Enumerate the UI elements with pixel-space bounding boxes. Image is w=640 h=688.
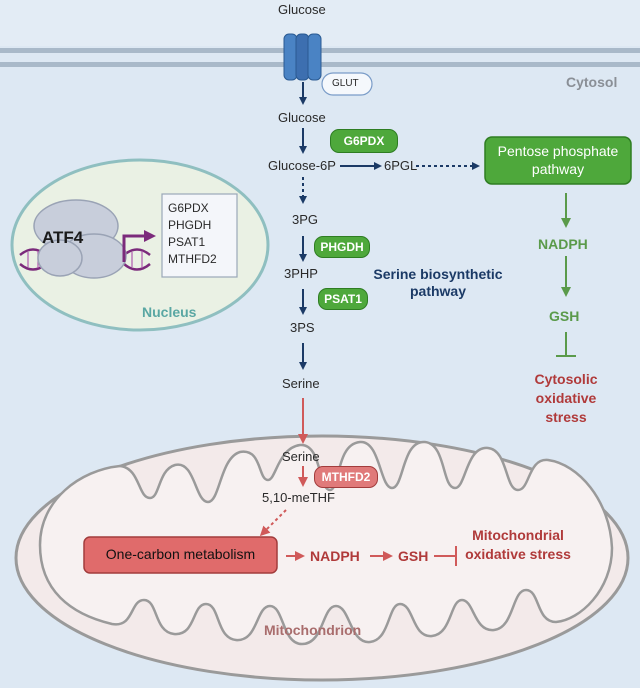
- mitochondrial-stress: Mitochondrial oxidative stress: [465, 527, 571, 562]
- serine-cytosol-label: Serine: [282, 376, 320, 391]
- glycolysis-arrows: [299, 82, 480, 370]
- pentose-pathway-text: Pentose phosphate pathway: [497, 143, 619, 177]
- glucose-cytosol: Glucose: [278, 110, 326, 125]
- nadph-cytosol: NADPH: [538, 236, 588, 252]
- glut-transporter-icon: [283, 33, 322, 81]
- 3php-label: 3PHP: [284, 266, 318, 281]
- gene-psat1: PSAT1: [168, 235, 206, 249]
- glut-label-badge: [321, 72, 373, 96]
- mthfd2-enzyme: MTHFD2: [314, 466, 378, 488]
- 6pgl-label: 6PGL: [384, 158, 418, 173]
- psat1-enzyme: PSAT1: [318, 288, 368, 310]
- nucleus-label: Nucleus: [142, 304, 197, 320]
- target-genes-box: [161, 193, 238, 278]
- cytosolic-stress: Cytosolic oxidative stress: [534, 371, 598, 425]
- atf4-protein-icon: [33, 199, 127, 279]
- serine-pathway-label: Serine biosynthetic pathway: [373, 266, 503, 299]
- gene-g6pdx: G6PDX: [168, 201, 209, 215]
- pentose-arrows: [556, 193, 576, 357]
- gsh-mito: GSH: [398, 548, 429, 564]
- g6pdx-enzyme: G6PDX: [330, 129, 398, 153]
- nadph-mito: NADPH: [310, 548, 360, 564]
- methf-label: 5,10-meTHF: [262, 490, 335, 505]
- serine-mito-label: Serine: [282, 449, 320, 464]
- gene-mthfd2: MTHFD2: [168, 252, 217, 266]
- atf4-label: ATF4: [42, 228, 84, 247]
- 3ps-label: 3PS: [290, 320, 315, 335]
- one-carbon-text: One-carbon metabolism: [105, 546, 256, 562]
- cytosol-label: Cytosol: [566, 74, 618, 90]
- target-genes-list: G6PDX PHGDH PSAT1 MTHFD2: [168, 200, 217, 268]
- mitochondrion-cristae: [38, 440, 614, 646]
- 3pg-label: 3PG: [292, 212, 319, 227]
- glucose-6p-label: Glucose-6P: [268, 158, 336, 173]
- gene-phgdh: PHGDH: [168, 218, 212, 232]
- phgdh-enzyme: PHGDH: [314, 236, 370, 258]
- glucose-extracellular: Glucose: [278, 2, 326, 17]
- one-carbon-box: [83, 536, 278, 574]
- pentose-pathway-box: [484, 136, 632, 185]
- mitochondrion-label: Mitochondrion: [264, 622, 362, 638]
- glut-label: GLUT: [332, 78, 359, 89]
- mitochondrial-arrows: [259, 398, 457, 566]
- transcription-arrow: [122, 230, 156, 262]
- gsh-cytosol: GSH: [549, 308, 580, 324]
